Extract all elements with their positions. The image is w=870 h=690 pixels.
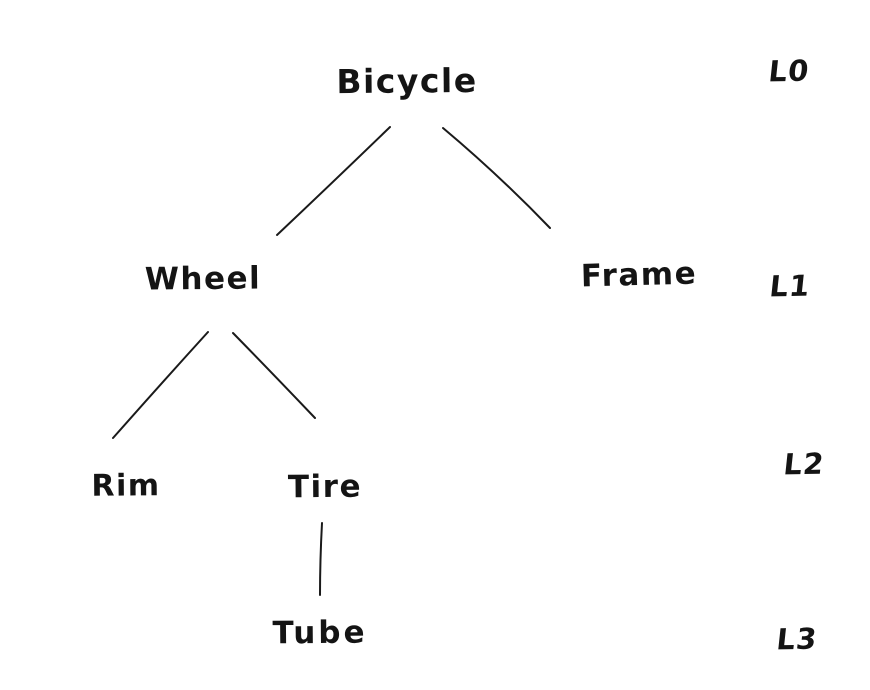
level-label-l0: L0 (766, 53, 812, 89)
edge-wheel-tire (232, 332, 316, 419)
node-bicycle: Bicycle (336, 60, 478, 102)
node-wheel: Wheel (144, 260, 262, 298)
node-rim: Rim (91, 468, 161, 504)
edge-wheel-rim (112, 331, 209, 439)
level-label-l1: L1 (767, 268, 813, 304)
node-frame: Frame (580, 255, 698, 295)
edge-bicycle-wheel (276, 126, 391, 236)
node-tube: Tube (272, 614, 368, 652)
node-tire: Tire (287, 468, 363, 506)
edge-tire-tube (319, 522, 323, 596)
level-label-l2: L2 (781, 446, 827, 482)
level-label-l3: L3 (774, 621, 820, 657)
edge-bicycle-frame (442, 127, 551, 229)
